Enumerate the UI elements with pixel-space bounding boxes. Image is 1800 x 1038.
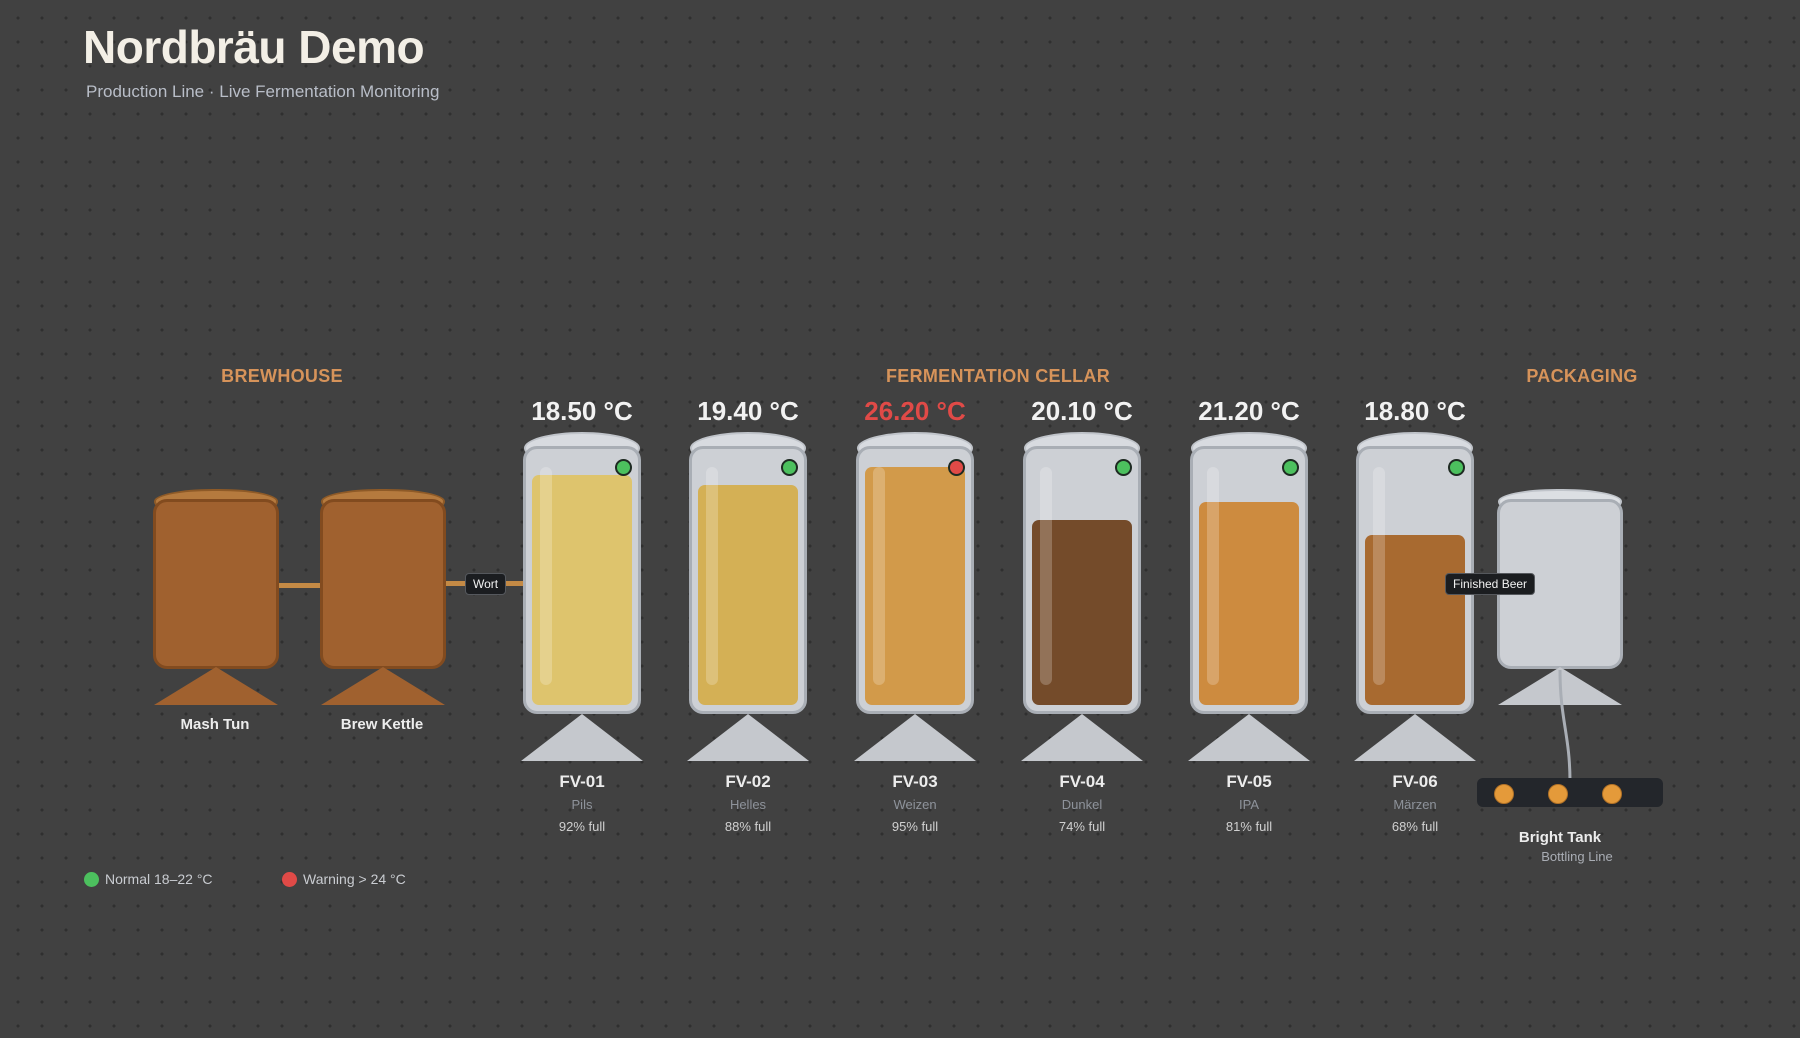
bottling-conveyor	[1477, 778, 1663, 807]
bright-tank-label: Bright Tank	[1518, 829, 1602, 846]
pipe-mash-to-kettle	[275, 583, 323, 588]
tank-body	[1023, 446, 1141, 714]
tank-glass-highlight	[873, 467, 885, 685]
legend-normal: Normal 18–22 °C	[84, 871, 213, 887]
bottling-line-label: Bottling Line	[1541, 849, 1613, 864]
status-normal-icon	[1282, 459, 1299, 476]
status-normal-icon	[1448, 459, 1465, 476]
tank-fill-level: 81% full	[1225, 819, 1273, 834]
tank-cone	[521, 714, 643, 761]
pipe-label-wort: Wort	[465, 573, 507, 595]
tank-liquid-level	[1032, 520, 1132, 705]
tank-temperature: 19.40 °C	[697, 396, 799, 426]
brew-kettle-cone	[321, 667, 445, 705]
tank-id: FV-01	[559, 772, 605, 791]
page-title: Nordbräu Demo	[83, 21, 425, 73]
pipe-label-finished-beer: Finished Beer	[1445, 573, 1536, 595]
tank-glass-highlight	[1373, 467, 1385, 685]
tank-temperature: 21.20 °C	[1198, 396, 1300, 426]
status-normal-icon	[615, 459, 632, 476]
section-label-packaging: PACKAGING	[1526, 366, 1638, 386]
tank-beer-style: Pils	[571, 797, 593, 812]
tank-fill-level: 88% full	[724, 819, 772, 834]
tank-beer-style: Dunkel	[1061, 797, 1103, 812]
tank-liquid-level	[698, 485, 798, 705]
tank-temperature: 18.50 °C	[531, 396, 633, 426]
legend-warning-label: Warning > 24 °C	[303, 871, 406, 887]
status-normal-icon	[781, 459, 798, 476]
tank-cone	[1188, 714, 1310, 761]
legend-warning: Warning > 24 °C	[282, 871, 406, 887]
tank-temperature: 18.80 °C	[1364, 396, 1466, 426]
mash-tun-label: Mash Tun	[180, 716, 250, 733]
tank-cone	[854, 714, 976, 761]
tank-body	[523, 446, 641, 714]
section-label-fermentation: FERMENTATION CELLAR	[885, 366, 1111, 386]
tank-beer-style: Märzen	[1393, 797, 1437, 812]
page-subtitle: Production Line · Live Fermentation Moni…	[86, 82, 440, 101]
status-warning-icon	[948, 459, 965, 476]
tank-temperature: 20.10 °C	[1031, 396, 1133, 426]
tank-fill-level: 68% full	[1391, 819, 1439, 834]
tank-id: FV-05	[1226, 772, 1272, 791]
tank-cone	[687, 714, 809, 761]
tank-body	[1190, 446, 1308, 714]
tank-fill-level: 74% full	[1058, 819, 1106, 834]
section-label-brewhouse: BREWHOUSE	[221, 366, 343, 386]
bottle-icon	[1602, 784, 1622, 804]
tank-id: FV-03	[892, 772, 938, 791]
tank-body	[689, 446, 807, 714]
tank-glass-highlight	[706, 467, 718, 685]
tank-beer-style: Weizen	[893, 797, 937, 812]
tank-id: FV-04	[1059, 772, 1105, 791]
tank-fill-level: 95% full	[891, 819, 939, 834]
brew-kettle-body	[320, 499, 446, 669]
tank-liquid-level	[532, 475, 632, 705]
tank-cone	[1354, 714, 1476, 761]
legend-normal-label: Normal 18–22 °C	[105, 871, 213, 887]
tank-cone	[1021, 714, 1143, 761]
tank-beer-style: Helles	[729, 797, 767, 812]
tank-beer-style: IPA	[1239, 797, 1259, 812]
tank-id: FV-06	[1392, 772, 1438, 791]
brew-kettle-label: Brew Kettle	[340, 716, 424, 733]
mash-tun-cone	[154, 667, 278, 705]
status-dot-green-icon	[84, 871, 99, 887]
status-dot-red-icon	[282, 871, 297, 887]
bottle-icon	[1494, 784, 1514, 804]
status-normal-icon	[1115, 459, 1132, 476]
tank-glass-highlight	[540, 467, 552, 685]
tank-body	[856, 446, 974, 714]
tank-liquid-level	[1365, 535, 1465, 705]
tank-glass-highlight	[1207, 467, 1219, 685]
bottle-icon	[1548, 784, 1568, 804]
tank-id: FV-02	[725, 772, 771, 791]
tank-temperature: 26.20 °C	[864, 396, 966, 426]
tank-liquid-level	[1199, 502, 1299, 705]
tank-liquid-level	[865, 467, 965, 705]
tank-fill-level: 92% full	[558, 819, 606, 834]
tank-glass-highlight	[1040, 467, 1052, 685]
